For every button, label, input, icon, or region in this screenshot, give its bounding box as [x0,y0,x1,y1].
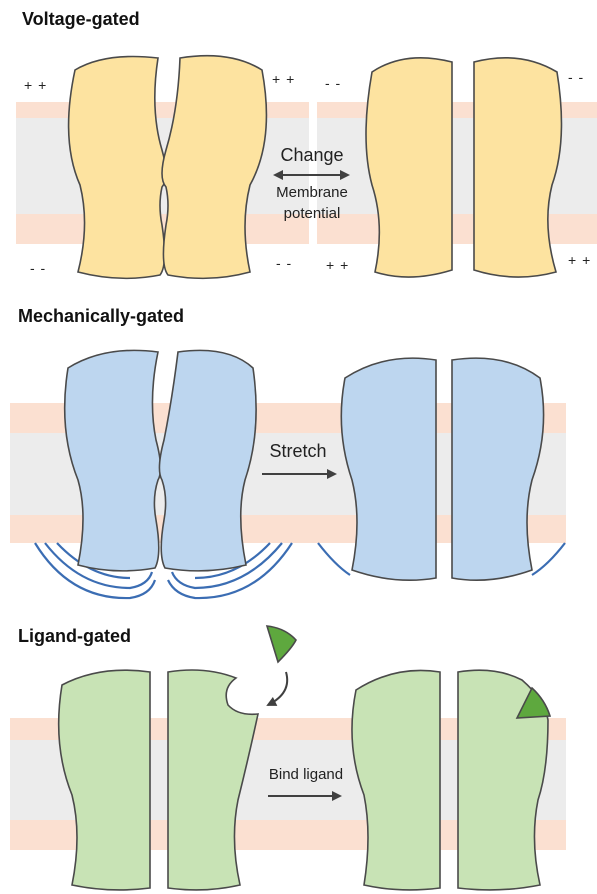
ligand-gated-section: Ligand-gated Bind ligand [10,626,566,890]
mechanical-open-channel-right-subunit [452,358,544,580]
charge-closed-bottom-left: - - [30,260,46,276]
charge-open-top-left: - - [325,75,341,91]
charge-closed-top-left: + + [24,77,47,93]
mechanically-gated-title: Mechanically-gated [18,306,184,326]
charge-closed-bottom-right: - - [276,255,292,271]
ligand-gated-title: Ligand-gated [18,626,131,646]
voltage-open-channel-left-subunit [366,58,452,277]
mechanical-label-stretch: Stretch [269,441,326,461]
ligand-label-bind: Bind ligand [269,766,343,783]
mechanical-closed-channel-right-subunit [159,350,256,571]
mechanically-gated-section: Mechanically-gated Stretch [10,306,566,598]
voltage-open-channel-right-subunit [474,58,561,277]
charge-closed-top-right: + + [272,71,295,87]
charge-open-bottom-right: + + [568,252,591,268]
ligand-closed-channel-left-subunit [59,670,150,890]
ligand-open-channel-left-subunit [352,670,440,889]
voltage-gated-section: Voltage-gated + + + + - - - - - - - - + … [16,9,597,278]
free-ligand-wedge [267,626,296,662]
charge-open-top-right: - - [568,69,584,85]
ligand-curved-arrow [268,672,287,705]
voltage-closed-channel-right-subunit [162,56,266,279]
voltage-label-change: Change [280,145,343,165]
voltage-closed-channel-left-subunit [69,57,166,279]
voltage-label-potential: potential [284,205,341,222]
charge-open-bottom-left: + + [326,257,349,273]
voltage-label-membrane: Membrane [276,184,348,201]
mechanical-open-channel-left-subunit [341,358,436,580]
voltage-gated-title: Voltage-gated [22,9,140,29]
